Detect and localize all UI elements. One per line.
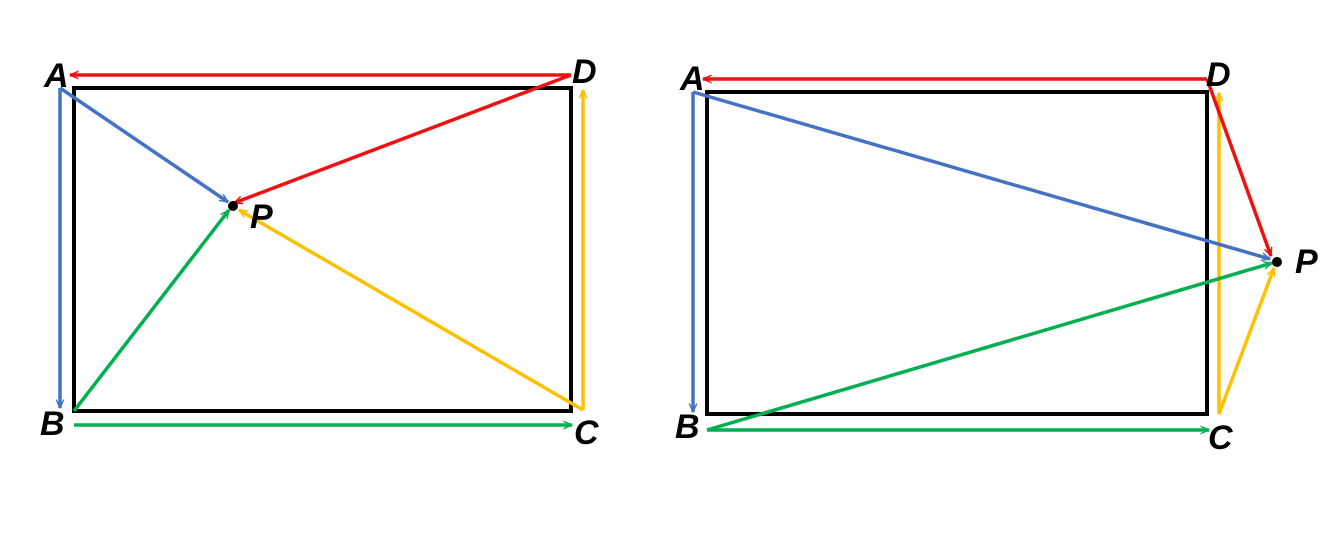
left-arrow-c-to-p xyxy=(238,208,584,412)
left-label-a: A xyxy=(43,57,69,95)
left-figure: A D B C P xyxy=(40,53,599,452)
left-arrow-d-to-p xyxy=(234,73,572,205)
right-figure: A D B C P xyxy=(675,56,1318,457)
left-rectangle xyxy=(72,86,573,413)
right-rectangle xyxy=(705,90,1209,416)
left-point-p xyxy=(228,201,238,211)
right-label-d: D xyxy=(1206,56,1231,94)
left-arrow-a-to-p xyxy=(59,86,229,204)
left-label-c: C xyxy=(574,414,599,452)
right-arrow-b-to-p xyxy=(706,263,1272,432)
right-arrow-c-to-p xyxy=(1217,268,1276,415)
right-arrow-d-to-p xyxy=(1205,78,1273,256)
left-label-d: D xyxy=(572,53,597,91)
right-label-p: P xyxy=(1295,243,1318,281)
left-arrow-b-to-p xyxy=(72,208,231,413)
right-arrow-a-to-p xyxy=(692,90,1270,259)
right-label-a: A xyxy=(679,60,705,98)
right-point-p xyxy=(1272,257,1282,267)
right-label-c: C xyxy=(1208,419,1233,457)
left-label-b: B xyxy=(40,405,65,443)
left-label-p: P xyxy=(250,198,273,236)
right-label-b: B xyxy=(675,408,700,446)
